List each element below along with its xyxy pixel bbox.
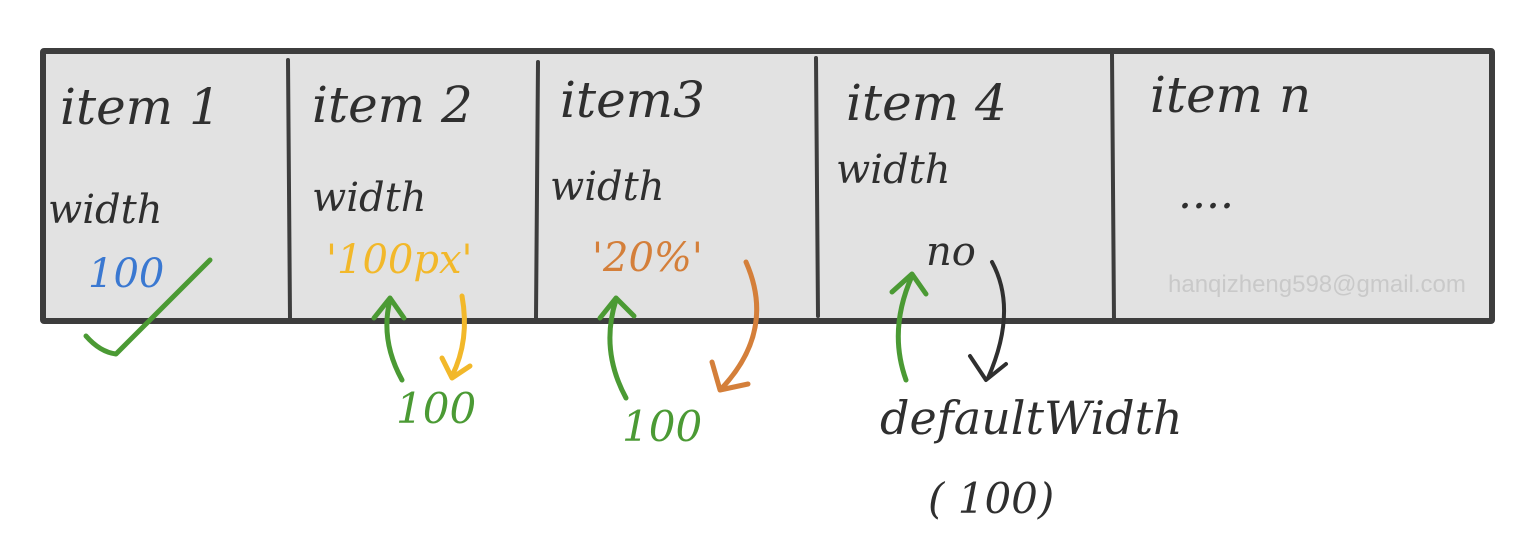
item-n-title: item n: [1150, 66, 1312, 124]
item-3-width-label: width: [550, 164, 665, 210]
item-2-down-arrow: [449, 293, 467, 379]
checkmark-icon: [83, 257, 213, 357]
item-3-width-value: '20%': [592, 235, 703, 281]
item-2-up-arrowhead-icon: [371, 295, 407, 321]
item-2-up-arrow: [384, 297, 405, 383]
item-4-down-arrowhead-icon: [968, 354, 1008, 382]
item-2-width-value: '100px': [326, 237, 473, 283]
item-2-title: item 2: [312, 76, 473, 134]
item-3-up-arrow: [607, 297, 629, 401]
item-4-width-label: width: [836, 147, 951, 193]
item-4-default-width-label: defaultWidth: [880, 391, 1183, 445]
item-2-down-arrowhead-icon: [439, 355, 473, 381]
divider-1: [286, 58, 292, 320]
item-4-down-arrow: [986, 260, 1006, 380]
watermark: hanqizheng598@gmail.com: [1168, 271, 1466, 298]
item-3-result: 100: [622, 402, 703, 451]
item-4-up-arrow: [895, 273, 915, 383]
item-4-up-arrowhead-icon: [889, 271, 929, 297]
item-2-width-label: width: [312, 175, 427, 221]
item-4-default-width-value: ( 100): [928, 474, 1055, 523]
divider-2: [534, 60, 540, 320]
item-2-result: 100: [396, 384, 477, 433]
divider-4: [1110, 52, 1116, 322]
divider-3: [814, 56, 820, 318]
item-list-container: [40, 48, 1495, 324]
item-1-title: item 1: [60, 78, 221, 136]
item-n-ellipsis: ....: [1178, 168, 1234, 219]
item-3-down-arrowhead-icon: [709, 359, 751, 393]
item-3-up-arrowhead-icon: [597, 295, 637, 321]
item-4-width-value: no: [926, 229, 976, 275]
item-3-down-arrow: [719, 259, 760, 391]
item-1-width-label: width: [48, 187, 163, 233]
item-1-width-value: 100: [88, 251, 165, 297]
item-3-title: item3: [560, 71, 705, 129]
item-4-title: item 4: [846, 74, 1007, 132]
